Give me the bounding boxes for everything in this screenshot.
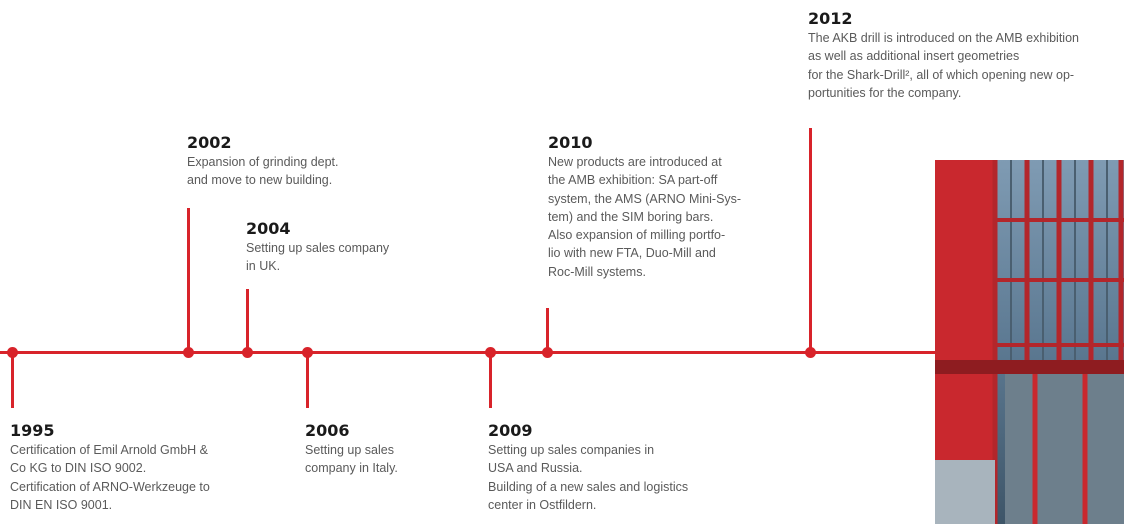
timeline-dot-2002 xyxy=(183,347,194,358)
event-line: company in Italy. xyxy=(305,461,398,476)
timeline-event-2010: 2010 New products are introduced at the … xyxy=(548,133,741,281)
timeline-stem-2010 xyxy=(546,308,549,351)
timeline-dot-2012 xyxy=(805,347,816,358)
event-line: USA and Russia. xyxy=(488,461,583,476)
event-line: in UK. xyxy=(246,259,281,274)
event-line: Certification of ARNO-Werkzeuge to xyxy=(10,479,210,494)
event-year: 2009 xyxy=(488,421,533,440)
timeline-stem-2006 xyxy=(306,354,309,408)
event-line: Expansion of grinding dept. xyxy=(187,155,339,169)
timeline-dot-2009 xyxy=(485,347,496,358)
event-line: center in Ostfildern. xyxy=(488,497,597,512)
timeline-event-2006: 2006 Setting up sales company in Italy. xyxy=(305,421,398,478)
event-line: lio with new FTA, Duo-Mill and xyxy=(548,246,716,261)
event-year: 2006 xyxy=(305,421,350,440)
timeline-dot-2006 xyxy=(302,347,313,358)
event-year: 1995 xyxy=(10,421,55,440)
event-line: as well as additional insert geometries xyxy=(808,49,1020,64)
timeline-stem-1995 xyxy=(11,354,14,408)
timeline-dot-1995 xyxy=(7,347,18,358)
event-line: Roc-Mill systems. xyxy=(548,264,646,279)
timeline-stem-2009 xyxy=(489,354,492,408)
event-line: system, the AMS (ARNO Mini-Sys- xyxy=(548,191,742,206)
event-line-part: for the Shark-Drill xyxy=(808,67,906,82)
event-description: Expansion of grinding dept. and move to … xyxy=(187,153,339,190)
event-line: the AMB exhibition: SA part-off xyxy=(548,173,718,188)
event-line: portunities for the company. xyxy=(808,85,962,100)
event-line: and move to new building. xyxy=(187,173,333,188)
timeline-event-2009: 2009 Setting up sales companies in USA a… xyxy=(488,421,688,514)
event-line: Certification of Emil Arnold GmbH & xyxy=(10,443,208,457)
event-line: New products are introduced at xyxy=(548,155,722,169)
timeline-stem-2004 xyxy=(246,289,249,351)
event-description: New products are introduced at the AMB e… xyxy=(548,153,741,281)
event-line: for the Shark-Drill², all of which openi… xyxy=(808,66,1079,84)
timeline-event-2004: 2004 Setting up sales company in UK. xyxy=(246,219,389,276)
event-line: Building of a new sales and logistics xyxy=(488,479,689,494)
event-description: The AKB drill is introduced on the AMB e… xyxy=(808,29,1079,102)
event-year: 2004 xyxy=(246,219,291,238)
timeline-axis xyxy=(0,351,950,354)
event-line: tem) and the SIM boring bars. xyxy=(548,209,714,224)
event-line: Co KG to DIN ISO 9002. xyxy=(10,461,147,476)
event-line: The AKB drill is introduced on the AMB e… xyxy=(808,31,1079,45)
event-description: Setting up sales company in UK. xyxy=(246,239,389,276)
timeline-event-2002: 2002 Expansion of grinding dept. and mov… xyxy=(187,133,339,190)
timeline-event-2012: 2012 The AKB drill is introduced on the … xyxy=(808,9,1079,102)
timeline-dot-2010 xyxy=(542,347,553,358)
timeline-stem-2002 xyxy=(187,208,190,351)
event-line: DIN EN ISO 9001. xyxy=(10,497,113,512)
event-description: Setting up sales company in Italy. xyxy=(305,441,398,478)
event-line: Setting up sales companies in xyxy=(488,443,655,457)
event-description: Certification of Emil Arnold GmbH & Co K… xyxy=(10,441,210,514)
building-facade-illustration xyxy=(935,160,1124,524)
timeline-event-1995: 1995 Certification of Emil Arnold GmbH &… xyxy=(10,421,210,514)
event-line: Also expansion of milling portfo- xyxy=(548,228,726,243)
event-description: Setting up sales companies in USA and Ru… xyxy=(488,441,688,514)
event-line-part: ², all of which opening new op- xyxy=(905,67,1075,82)
building-photo xyxy=(935,160,1124,524)
event-line: Setting up sales company xyxy=(246,241,390,255)
event-year: 2002 xyxy=(187,133,232,152)
event-year: 2012 xyxy=(808,9,853,28)
timeline-dot-2004 xyxy=(242,347,253,358)
timeline-stem-2012 xyxy=(809,128,812,351)
event-year: 2010 xyxy=(548,133,593,152)
event-line: Setting up sales xyxy=(305,443,394,457)
